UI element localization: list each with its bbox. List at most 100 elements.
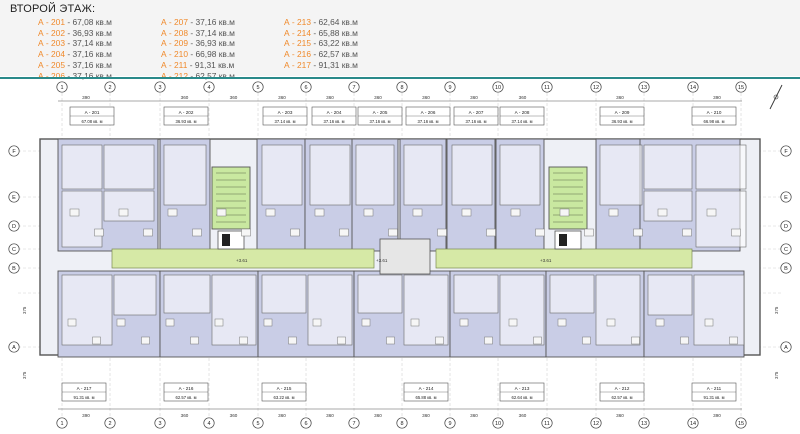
top-unit-area: 67.08 кв. м [82,119,103,124]
fixture [486,228,496,237]
dimension-value-bottom: 390 [713,413,721,418]
header-divider [0,77,800,79]
room [261,274,307,314]
axis-letter-label: B [12,266,16,272]
axis-number-bubble [56,417,68,429]
fixture [288,336,297,345]
legend-unit-area: - 62,57 кв.м [188,70,235,81]
legend-unit-area: - 67,08 кв.м [65,17,112,27]
legend-unit-area: - 91,31 кв.м [187,59,235,70]
axis-number-label: 13 [641,85,647,91]
axis-letter-bubble [8,262,20,274]
dimension-value-bottom: 360 [326,413,334,418]
legend-entry: А - 214 - 65,88 кв.м [284,28,358,39]
legend-unit-code: А - 202 [38,27,66,38]
legend-unit-area: - 66,98 кв.м [188,49,235,60]
legend-unit-area: - 65,88 кв.м [311,27,358,38]
legend-unit-code: А - 217 [284,59,312,70]
fixture [165,318,175,327]
level-mark: +3.61 [236,258,248,263]
room [261,144,303,206]
bottom-unit-area: 91.31 кв. м [74,395,95,400]
dimension-value-top: 360 [181,95,189,100]
axis-number-bubble [492,417,504,429]
fixture [92,336,101,345]
fixture [265,208,276,217]
fixture [67,318,77,327]
legend-entry: А - 206 - 37,16 кв.м [38,71,112,82]
top-unit-name: А - 208 [515,110,530,115]
room [355,144,395,206]
legend-unit-code: А - 208 [161,27,189,38]
dimension-lines: 3903903603603603603603603603603603603603… [22,95,779,418]
dimension-value-top: 360 [278,95,286,100]
bottom-unit-area: 62.57 кв. м [176,395,197,400]
room [357,274,403,314]
legend-unit-code: А - 210 [161,49,189,60]
top-unit-name: А - 204 [327,110,342,115]
room [61,144,103,190]
fixture [339,228,349,237]
bottom-unit-name: А - 212 [615,386,630,391]
central-lobby [379,238,431,275]
axis-number-bubble [104,417,116,429]
legend-unit-area: - 91,31 кв.м [311,59,358,70]
axis-number-bubble [541,81,553,93]
axis-number-bubble [203,81,215,93]
dimension-value-top: 360 [326,95,334,100]
room [647,274,693,316]
dimension-value-top: 390 [713,95,721,100]
legend-unit-area: - 37,16 кв.м [65,49,112,60]
stairwell [211,166,251,230]
legend-entry: А - 208 - 37,14 кв.м [161,28,235,39]
axis-letter-bubble [780,243,792,255]
bottom-unit-name: А - 213 [515,386,530,391]
fixture [143,228,153,237]
axis-letter-bubble [780,145,792,157]
axis-letter-bubble [780,341,792,353]
dimension-value-top: 360 [422,95,430,100]
fixture [69,208,80,217]
room [451,144,493,206]
top-unit-name: А - 210 [707,110,722,115]
fixture [239,336,248,345]
dimension-value-top: 360 [374,95,382,100]
bottom-unit-name: А - 214 [419,386,434,391]
legend-unit-code: А - 203 [38,38,66,49]
legend-entry: А - 201 - 67,08 кв.м [38,17,112,28]
legend-unit-code: А - 209 [161,38,189,49]
dimension-value-bottom: 360 [278,413,286,418]
axis-number-bubble [396,81,408,93]
side-dimension: 375 [22,306,27,314]
axis-number-bubble [300,417,312,429]
axis-number-label: 6 [304,421,307,427]
top-unit-name: А - 207 [469,110,484,115]
legend-unit-code: А - 204 [38,49,66,60]
top-unit-area: 37.16 кв. м [418,119,439,124]
bottom-unit-area: 65.88 кв. м [416,395,437,400]
axis-number-label: 11 [544,421,550,427]
axis-letter-label: D [784,224,788,230]
legend-unit-code: А - 211 [161,59,188,70]
room [595,274,641,346]
fixture [459,318,469,327]
fixture [657,208,668,217]
axis-number-bubble [735,417,747,429]
axis-number-bubble [638,81,650,93]
legend-unit-code: А - 207 [161,17,189,27]
axis-number-bubble [735,81,747,93]
legend-unit-code: А - 214 [284,27,312,38]
elevator-shaft [217,230,245,250]
axis-number-label: 7 [352,421,355,427]
north-arrow [769,84,783,110]
top-unit-area: 37.14 кв. м [512,119,533,124]
legend-entry: А - 212 - 62,57 кв.м [161,71,235,82]
fixture [655,318,665,327]
top-unit-name: А - 201 [85,110,100,115]
fixture [263,318,273,327]
room [103,190,155,222]
side-dimension: 375 [774,371,779,379]
axis-number-label: 8 [400,421,403,427]
